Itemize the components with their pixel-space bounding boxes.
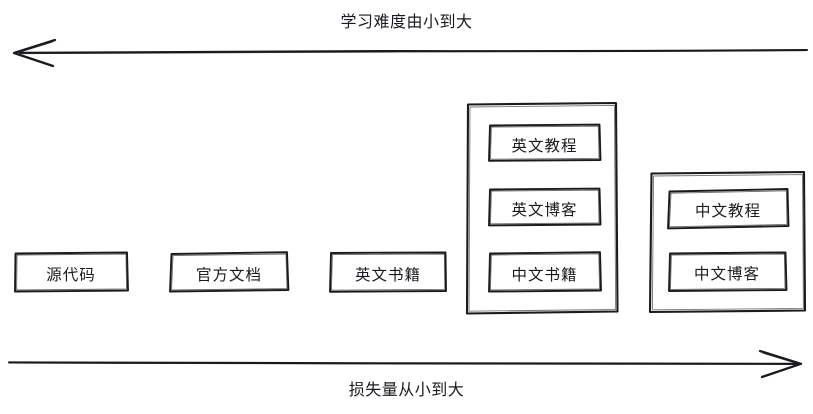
bottom-axis-caption: 损失量从小到大 [348, 380, 465, 399]
node-box-english-books[interactable] [329, 251, 447, 293]
top-axis-arrow [12, 38, 809, 68]
bottom-axis-arrow [7, 349, 803, 379]
node-box-official-docs[interactable] [169, 251, 290, 293]
top-axis-caption: 学习难度由小到大 [340, 12, 473, 31]
node-box-chinese-books[interactable] [488, 251, 602, 293]
node-box-source-code[interactable] [14, 251, 129, 293]
node-box-english-tutorial[interactable] [488, 123, 602, 162]
node-box-chinese-blog[interactable] [668, 251, 788, 292]
node-box-english-blog[interactable] [488, 187, 602, 227]
node-box-chinese-tutorial[interactable] [667, 188, 790, 230]
